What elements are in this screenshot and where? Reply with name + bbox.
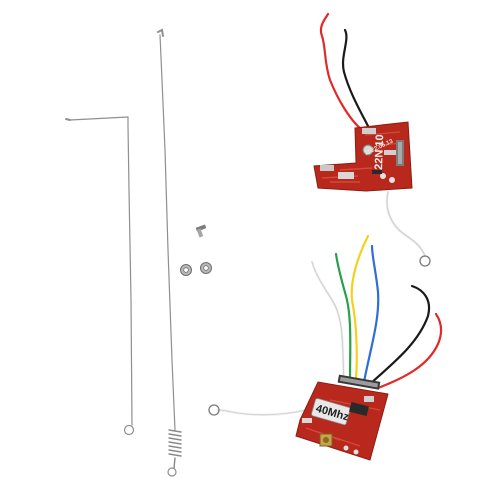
receiver-black-wire: [341, 28, 372, 132]
coil-loop-end: [167, 467, 177, 477]
small-screw: [195, 224, 207, 238]
antenna-coil-spring: [168, 429, 182, 469]
antenna-top-tip: [157, 28, 164, 37]
transmitter-red-wire: [376, 312, 443, 390]
transmitter-antenna-ring: [208, 404, 220, 416]
bent-antenna-wire: [65, 116, 135, 436]
receiver-red-wire: [319, 12, 364, 132]
hex-nut-left: [180, 264, 192, 276]
receiver-antenna-ring: [419, 255, 431, 267]
transmitter-black-wire: [368, 284, 431, 386]
transmitter-green-wire: [334, 252, 352, 382]
long-antenna-wire: [157, 28, 182, 477]
transmitter-blue-wire: [362, 244, 380, 384]
transmitter-yellow-wire: [350, 234, 370, 382]
hex-nut-right: [200, 262, 212, 274]
crystal-label-plate: [311, 398, 351, 426]
receiver-silkscreen-id: 22N 10: [373, 134, 386, 170]
antenna-loop-end: [123, 424, 135, 436]
receiver-wires: [319, 12, 431, 267]
transmitter-wires: [208, 234, 443, 416]
transmitter-board: 40Mhz: [295, 374, 389, 461]
receiver-board: 22N 10 2022.06.13: [313, 121, 413, 192]
